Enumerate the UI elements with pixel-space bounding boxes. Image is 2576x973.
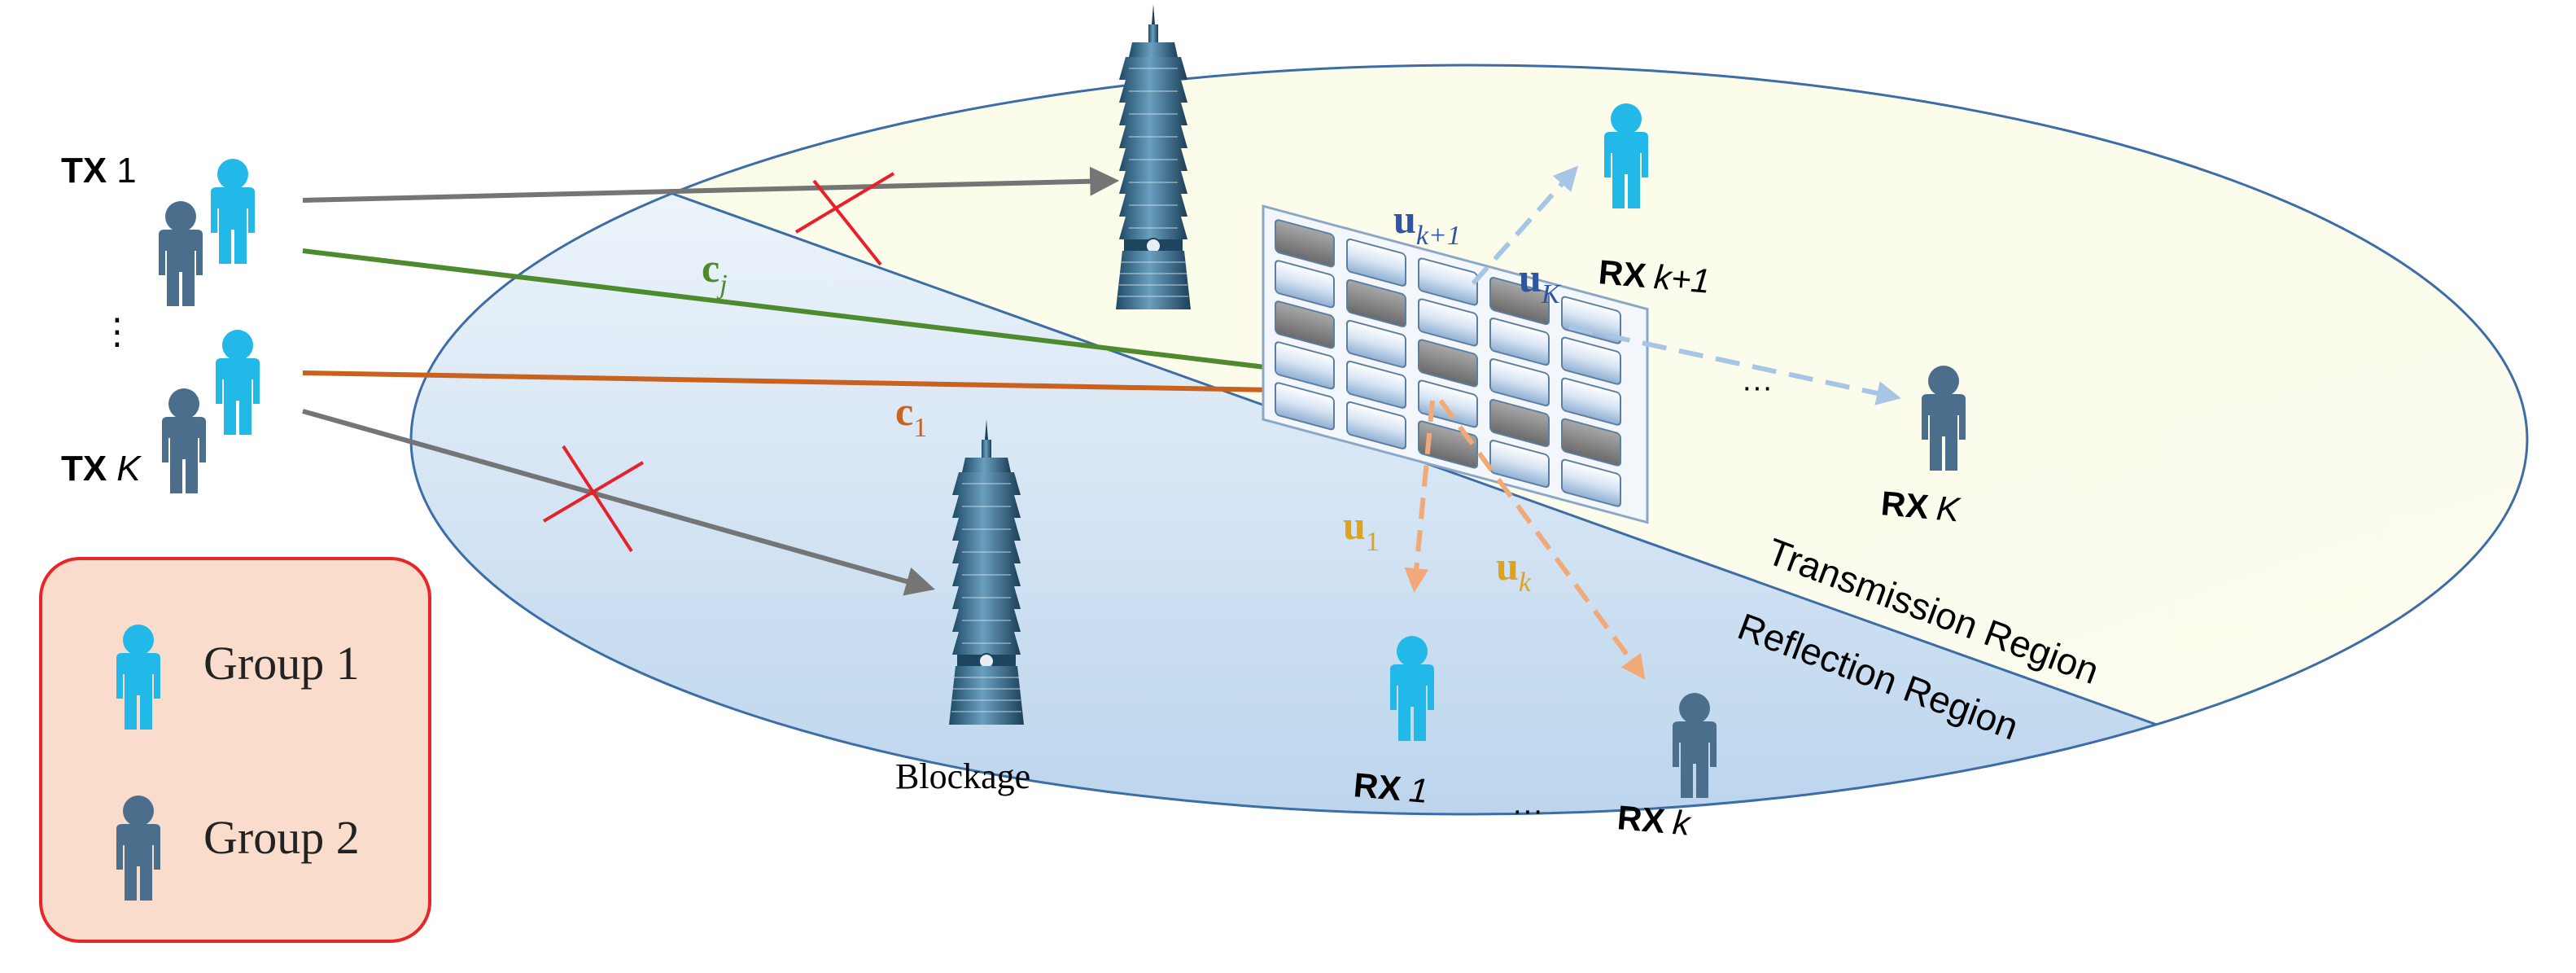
blockage-label: Blockage bbox=[895, 756, 1030, 796]
signal-arrow-c-1 bbox=[302, 370, 1419, 407]
label-u-K: uK bbox=[1519, 255, 1562, 309]
blocked-x-mark-top bbox=[794, 172, 895, 266]
reflect-arrow-u-k bbox=[1438, 399, 1646, 680]
legend-box: Group 1 Group 2 bbox=[39, 557, 431, 943]
tx-dots: ⋮ bbox=[99, 312, 135, 352]
label-u-k: uk bbox=[1496, 543, 1532, 598]
tx1-group1-person-icon bbox=[211, 159, 255, 264]
label-u-1: u1 bbox=[1343, 502, 1380, 557]
star-ris-panel bbox=[1262, 204, 1649, 524]
reflection-region-area bbox=[411, 189, 2157, 814]
signal-arrow-c-j bbox=[302, 248, 1413, 397]
label-u-k1: uk+1 bbox=[1393, 196, 1461, 251]
blocked-link-bottom bbox=[302, 409, 935, 596]
ellipsis-right: ··· bbox=[1742, 370, 1773, 405]
label-c-1: c1 bbox=[895, 388, 927, 443]
ellipsis-bottom: ··· bbox=[1512, 794, 1543, 828]
legend-group1-label: Group 1 bbox=[203, 637, 360, 690]
trans-arrow-u-k1 bbox=[1471, 165, 1578, 285]
blocked-x-mark-bottom bbox=[542, 445, 645, 553]
trans-arrow-u-K bbox=[1568, 325, 1901, 405]
legend-group2-label: Group 2 bbox=[203, 811, 360, 864]
building-top-icon bbox=[1115, 3, 1192, 310]
tx1-group2-person-icon bbox=[159, 201, 203, 306]
txK-group2-person-icon bbox=[162, 388, 206, 493]
txK-group1-person-icon bbox=[216, 330, 260, 435]
blocked-link-top bbox=[302, 166, 1120, 203]
label-c-j: cj bbox=[702, 245, 728, 300]
